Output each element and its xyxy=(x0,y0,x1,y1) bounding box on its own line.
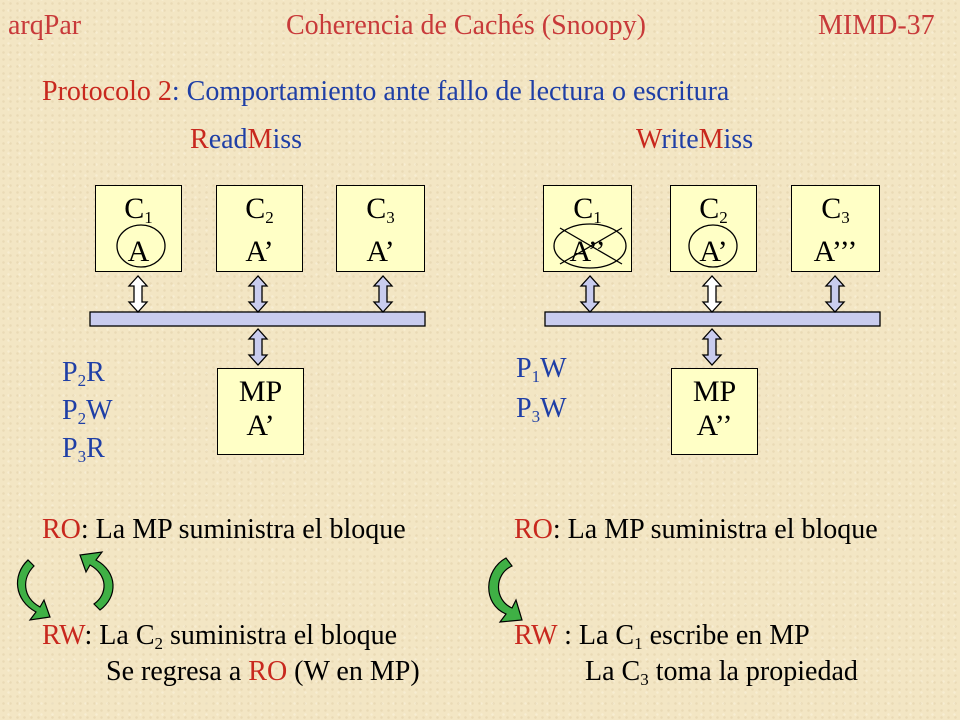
bus-left xyxy=(89,311,426,327)
writemiss-title: WriteMiss xyxy=(636,124,754,155)
subtitle: Protocolo 2: Comportamiento ante fallo d… xyxy=(42,76,729,108)
arrow-mp-bus-left xyxy=(248,328,268,366)
subtitle-prefix: Protocolo 2 xyxy=(42,76,172,107)
writemiss-cache-3: C3 A’’’ xyxy=(791,185,880,272)
mp-label: MP xyxy=(692,375,737,408)
cache-content: A’ xyxy=(699,235,728,268)
writemiss-op-1: P1W xyxy=(516,353,567,386)
bus-right xyxy=(544,311,881,327)
readmiss-mp: MP A’ xyxy=(217,368,304,455)
writemiss-ro-line: RO: La MP suministra el bloque xyxy=(514,514,878,545)
writemiss-mp: MP A’’ xyxy=(671,368,758,455)
readmiss-cache-3: C3 A’ xyxy=(336,185,425,272)
writemiss-cache-2: C2 A’ xyxy=(670,185,757,272)
header-right: MIMD-37 xyxy=(818,10,935,41)
arrow-c1-bus-right xyxy=(580,275,600,313)
cycle-arrows-left xyxy=(16,551,114,621)
cache-content: A xyxy=(127,235,150,268)
cache-content: A’ xyxy=(245,235,274,268)
readmiss-op-3: P3R xyxy=(62,433,105,466)
cycle-arrow-right xyxy=(488,557,523,623)
readmiss-cache-2: C2 A’ xyxy=(216,185,303,272)
readmiss-cache-1: C1 A xyxy=(95,185,182,272)
cache-label: C1 xyxy=(124,192,153,227)
header-left: arqPar xyxy=(8,10,82,41)
arrow-c3-bus-left xyxy=(373,275,393,313)
cache-content: A’’’ xyxy=(813,235,858,268)
readmiss-rw-line: RW: La C2 suministra el bloque xyxy=(42,620,398,653)
cache-label: C3 xyxy=(821,192,850,227)
slide-title: Coherencia de Cachés (Snoopy) xyxy=(286,10,646,41)
readmiss-title: ReadMiss xyxy=(190,124,303,155)
subtitle-text: : Comportamiento ante fallo de lectura o… xyxy=(171,76,730,107)
arrow-mp-bus-right xyxy=(702,328,722,366)
cache-label: C2 xyxy=(245,192,274,227)
writemiss-rw-line2: La C3 toma la propiedad xyxy=(585,656,858,689)
writemiss-rw-line: RW : La C1 escribe en MP xyxy=(514,620,810,653)
arrow-c2-bus-right xyxy=(702,275,722,313)
readmiss-rw-line2: Se regresa a RO (W en MP) xyxy=(106,656,420,687)
cache-label: C3 xyxy=(366,192,395,227)
writemiss-cache-1: C1 A’’ xyxy=(543,185,632,272)
writemiss-op-2: P3W xyxy=(516,393,567,426)
mp-content: A’ xyxy=(246,409,275,442)
cache-content: A’’ xyxy=(569,235,606,268)
mp-label: MP xyxy=(238,375,283,408)
readmiss-ro-line: RO: La MP suministra el bloque xyxy=(42,514,406,545)
arrow-c3-bus-right xyxy=(825,275,845,313)
readmiss-op-1: P2R xyxy=(62,357,105,390)
cache-label: C2 xyxy=(699,192,728,227)
cache-label: C1 xyxy=(573,192,602,227)
mp-content: A’’ xyxy=(696,409,733,442)
arrow-c1-bus-left xyxy=(128,275,148,313)
cache-content: A’ xyxy=(366,235,395,268)
readmiss-op-2: P2W xyxy=(62,395,113,428)
arrow-c2-bus-left xyxy=(248,275,268,313)
